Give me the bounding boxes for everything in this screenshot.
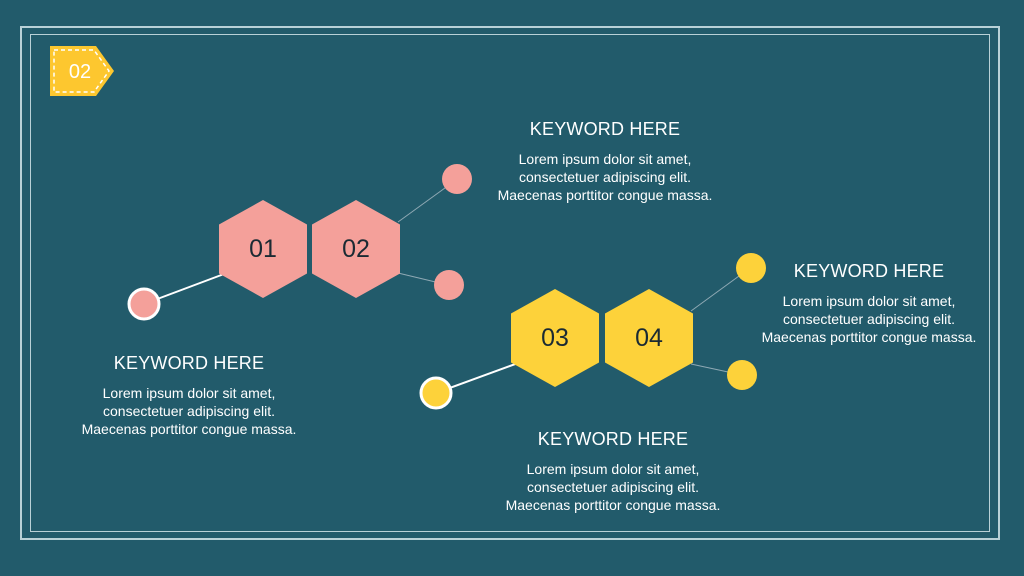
page-tag-icon — [50, 46, 114, 96]
keyword-body: Lorem ipsum dolor sit amet, consectetuer… — [742, 292, 996, 346]
keyword-body: Lorem ipsum dolor sit amet, consectetuer… — [58, 384, 320, 438]
body-line: Maecenas porttitor congue massa. — [761, 329, 977, 345]
keyword-heading: KEYWORD HERE — [793, 261, 945, 281]
body-line: Maecenas porttitor congue massa. — [81, 421, 297, 437]
dot-02-top — [442, 164, 472, 194]
text-block-bottom: KEYWORD HERE Lorem ipsum dolor sit amet,… — [482, 428, 744, 514]
dot-01 — [127, 287, 161, 321]
text-block-left: KEYWORD HERE Lorem ipsum dolor sit amet,… — [58, 352, 320, 438]
body-line: consectetuer adipiscing elit. — [103, 403, 275, 419]
text-block-right: KEYWORD HERE Lorem ipsum dolor sit amet,… — [742, 260, 996, 346]
dot-04-bottom — [727, 360, 757, 390]
outer-frame — [20, 26, 1000, 540]
body-line: Lorem ipsum dolor sit amet, — [526, 461, 700, 477]
dot-02-bottom — [434, 270, 464, 300]
keyword-heading: KEYWORD HERE — [529, 119, 681, 139]
body-line: consectetuer adipiscing elit. — [783, 311, 955, 327]
keyword-body: Lorem ipsum dolor sit amet, consectetuer… — [475, 150, 735, 204]
body-line: consectetuer adipiscing elit. — [519, 169, 691, 185]
keyword-heading: KEYWORD HERE — [537, 429, 689, 449]
body-line: Lorem ipsum dolor sit amet, — [782, 293, 956, 309]
hexagon-03: 03 — [511, 289, 599, 387]
dot-03 — [419, 376, 453, 410]
body-line: Lorem ipsum dolor sit amet, — [102, 385, 276, 401]
dot-04-top — [736, 253, 766, 283]
body-line: Maecenas porttitor congue massa. — [497, 187, 713, 203]
inner-frame — [30, 34, 990, 532]
page-tag-label: 02 — [68, 61, 92, 83]
keyword-heading: KEYWORD HERE — [113, 353, 265, 373]
body-line: Maecenas porttitor congue massa. — [505, 497, 721, 513]
body-line: Lorem ipsum dolor sit amet, — [518, 151, 692, 167]
keyword-body: Lorem ipsum dolor sit amet, consectetuer… — [482, 460, 744, 514]
hexagon-04: 04 — [605, 289, 693, 387]
text-block-top: KEYWORD HERE Lorem ipsum dolor sit amet,… — [475, 118, 735, 204]
body-line: consectetuer adipiscing elit. — [527, 479, 699, 495]
